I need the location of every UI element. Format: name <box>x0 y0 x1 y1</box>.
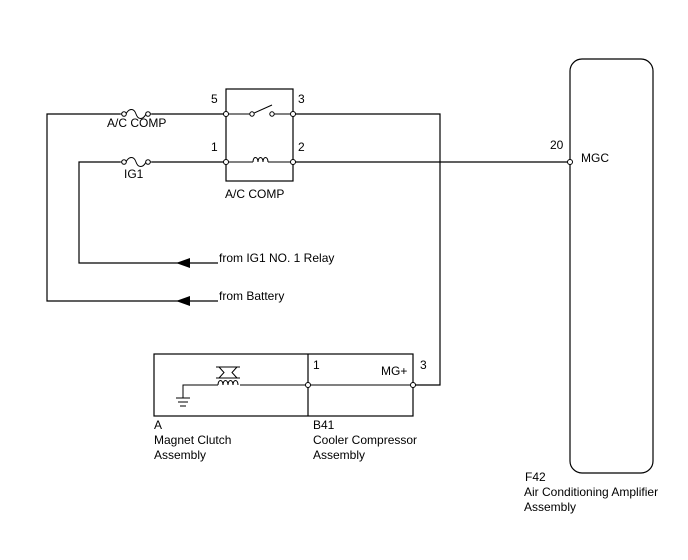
relay-pin-3: 3 <box>298 92 305 106</box>
relay-terminal-2 <box>290 159 296 165</box>
fuse-ac-comp-label: A/C COMP <box>107 116 166 130</box>
clutch-name-2: Assembly <box>154 448 206 462</box>
clutch-name-1: Magnet Clutch <box>154 433 231 447</box>
compressor-pin-1: 1 <box>313 358 320 372</box>
compressor-code: B41 <box>313 418 335 432</box>
relay-pin-5: 5 <box>211 92 218 106</box>
relay-label: A/C COMP <box>225 187 284 201</box>
wire-ig1 <box>78 161 218 264</box>
amplifier-terminal-20 <box>567 159 573 165</box>
source-ig1-relay: from IG1 NO. 1 Relay <box>219 251 334 265</box>
wire-clutch-internal <box>182 384 218 398</box>
relay-pin-1: 1 <box>211 140 218 154</box>
compressor-pin-3: 3 <box>420 358 427 372</box>
amplifier-code: F42 <box>525 470 546 484</box>
fuse-ac-comp-icon <box>120 109 152 119</box>
wire-battery <box>46 113 218 302</box>
compressor-name-1: Cooler Compressor <box>313 433 417 447</box>
relay-terminal-3 <box>290 111 296 117</box>
amplifier-name-1: Air Conditioning Amplifier <box>524 485 658 499</box>
compressor-terminal-1 <box>305 382 311 388</box>
relay-switch-icon <box>226 104 293 117</box>
relay-terminal-5 <box>223 111 229 117</box>
compressor-terminal-3 <box>410 382 416 388</box>
amplifier-box <box>569 58 654 474</box>
ground-icon <box>176 397 190 407</box>
source-battery: from Battery <box>219 289 284 303</box>
compressor-pin-3-name: MG+ <box>381 364 407 378</box>
arrow-battery <box>176 296 190 306</box>
wire-relay3-to-mgplus <box>293 113 441 386</box>
fuse-ig1-label: IG1 <box>124 167 144 181</box>
amplifier-name-2: Assembly <box>524 500 576 514</box>
amplifier-pin-name: MGC <box>581 151 609 165</box>
clutch-coil-icon <box>216 366 240 386</box>
arrow-ig1-relay <box>176 258 190 268</box>
relay-pin-2: 2 <box>298 140 305 154</box>
relay-terminal-1 <box>223 159 229 165</box>
compressor-name-2: Assembly <box>313 448 365 462</box>
amplifier-pin-number: 20 <box>550 138 564 152</box>
relay-coil-icon <box>226 157 293 163</box>
clutch-code: A <box>154 418 162 432</box>
fuse-ig1-icon <box>120 157 152 167</box>
relay-box <box>225 88 294 182</box>
